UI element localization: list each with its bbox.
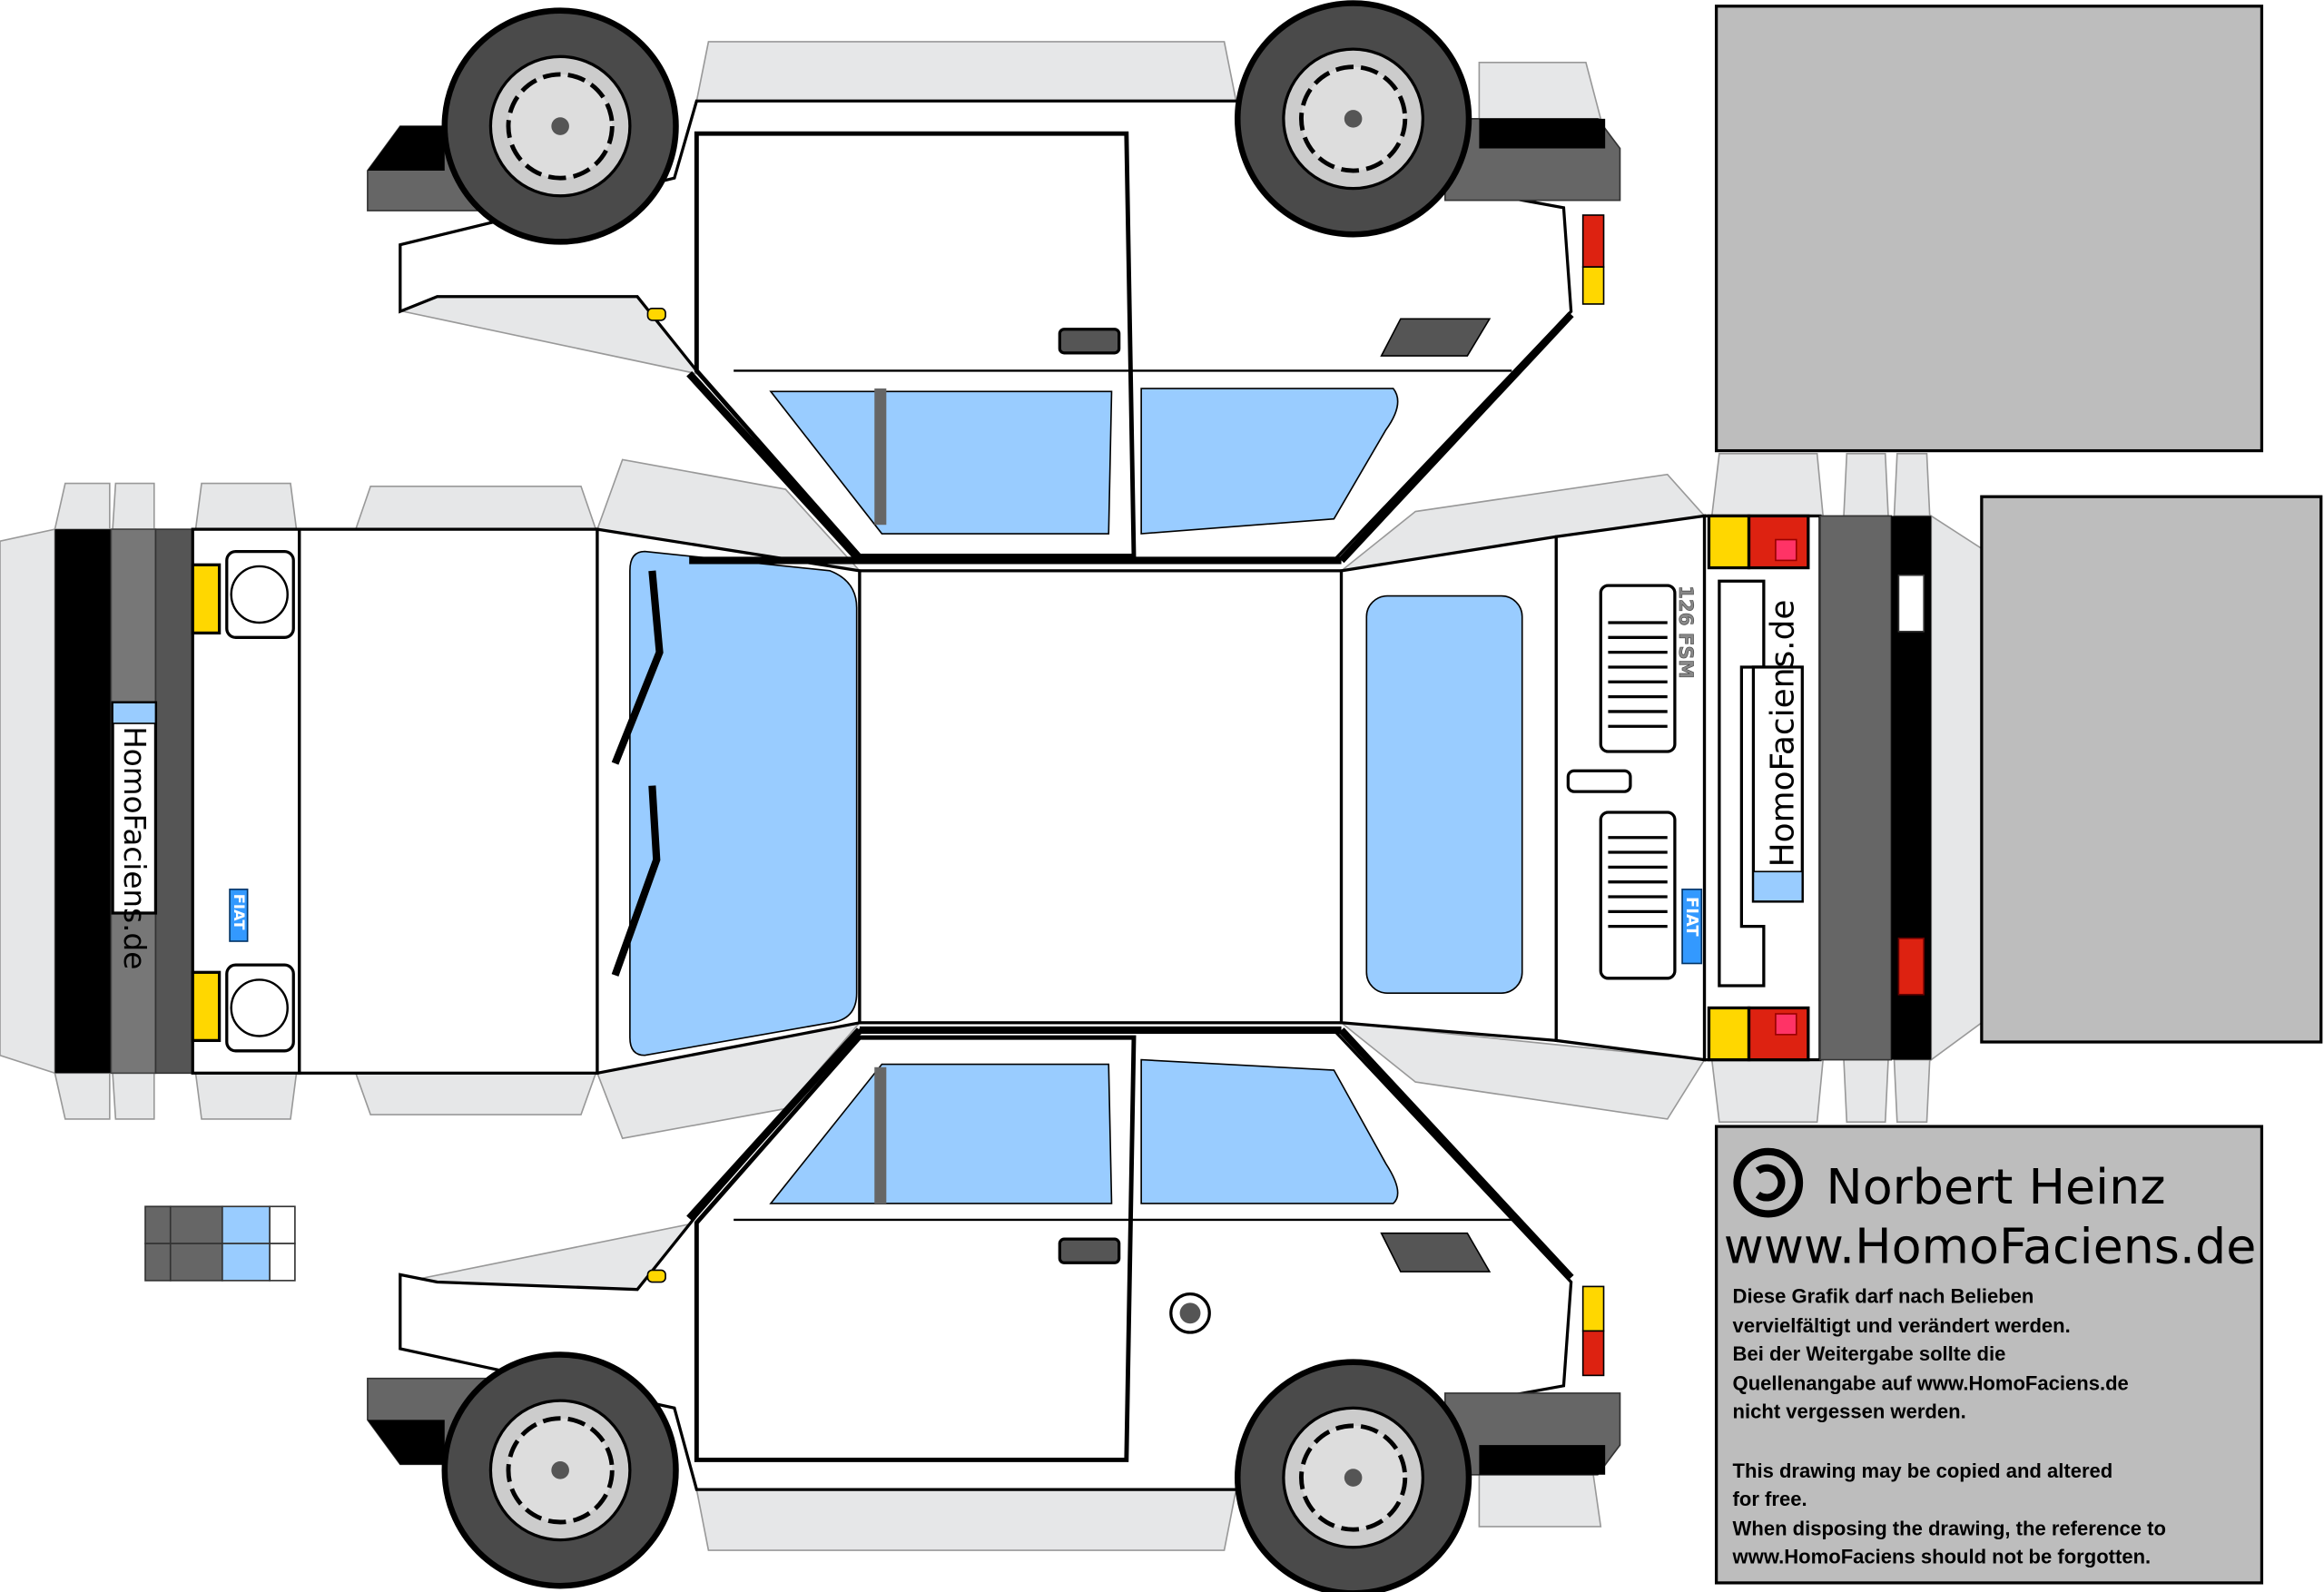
model-badge: 126 FSM <box>1674 585 1697 679</box>
wiper-icon <box>611 570 664 977</box>
headlight-icon <box>225 549 295 639</box>
roof-panel <box>858 569 1344 1025</box>
license-line: for free. <box>1733 1488 1807 1510</box>
license-line: vervielfältigt und verändert werden. <box>1733 1314 2071 1337</box>
license-line: www.HomoFaciens should not be forgotten. <box>1732 1546 2152 1568</box>
hood-panel <box>298 527 599 1075</box>
gray-panel-right <box>1980 495 2323 1044</box>
lid-handle-icon <box>1566 769 1632 793</box>
rear-face: HomoFaciens.de <box>1702 514 1822 1062</box>
rear-bumper <box>1819 515 1932 1061</box>
license-line: This drawing may be copied and altered <box>1733 1459 2113 1482</box>
door-handle-icon <box>1058 1237 1121 1264</box>
license-line: When disposing the drawing, the referenc… <box>1733 1518 2166 1540</box>
license-plate-front-text: HomoFaciens.de <box>117 726 152 969</box>
front-face: FIAT <box>191 527 301 1075</box>
glue-flaps <box>0 41 1983 1551</box>
license-plate-rear <box>1751 665 1804 903</box>
engine-lid: 126 FSM FIAT <box>1554 514 1707 1062</box>
headlight-icon <box>225 963 295 1053</box>
license-line: nicht vergessen werden. <box>1733 1400 1966 1423</box>
door-handle-icon <box>1058 328 1121 355</box>
author-name: Norbert Heinz <box>1826 1158 2165 1215</box>
vent-grille-icon <box>1380 1232 1492 1273</box>
svg-text:Diese Grafik darf nach Beliebe: Diese Grafik darf nach Belieben vervielf… <box>1732 1284 2172 1567</box>
rear-fiat-badge: FIAT <box>1682 897 1701 937</box>
license-plate-rear-text: HomoFaciens.de <box>1765 600 1802 868</box>
wheel-icon <box>441 1351 679 1589</box>
wheel-icon <box>1235 1359 1472 1592</box>
vent-grille-icon <box>1380 318 1492 357</box>
license-line: Quellenangabe auf www.HomoFaciens.de <box>1733 1372 2129 1395</box>
gray-panel-top <box>1714 5 2264 453</box>
windshield-panel <box>596 527 862 1076</box>
license-plate-front <box>111 701 158 915</box>
color-swatches <box>144 1205 296 1282</box>
wheel-icon <box>1235 0 1472 238</box>
front-fiat-badge: FIAT <box>231 894 248 931</box>
license-line: Diese Grafik darf nach Belieben <box>1733 1284 2034 1307</box>
license-line: Bei der Weitergabe sollte die <box>1733 1342 2006 1365</box>
rear-window-panel <box>1339 535 1558 1043</box>
credits-box: Norbert Heinz www.HomoFaciens.de Diese G… <box>1714 1125 2264 1585</box>
copyleft-icon <box>1733 1147 1804 1218</box>
website-url: www.HomoFaciens.de <box>1724 1217 2257 1274</box>
side-panel-top <box>367 99 1621 565</box>
wheel-icon <box>441 7 679 245</box>
side-panel-bottom <box>367 1026 1621 1491</box>
